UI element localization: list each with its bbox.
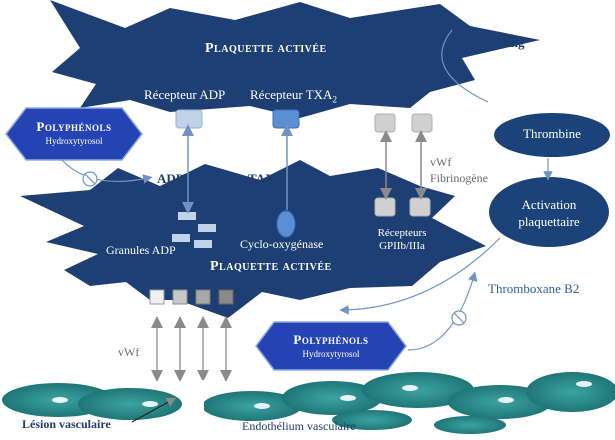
sang-label: Sang [497,35,525,50]
lesion-gap [182,380,204,420]
polyphenols-hexagon-top [5,107,143,161]
activation-to-platelet-arrow [339,237,501,315]
lesion-label: Lésion vasculaire [22,417,111,431]
polyphenols-hexagon-bottom [255,321,407,371]
gpiib-label: GPIIb/IIIa [379,240,425,252]
polyphenols-bottom-subtitle: Hydroxytyrosol [302,349,360,359]
adp-granule [198,224,216,232]
fibrinogene-label: Fibrinogène [430,171,488,185]
activation-label-line2: plaquettaire [518,214,580,229]
inhibition-curve-thromboxane [407,271,478,351]
polyphenols-bottom-title: Polyphénols [293,332,369,347]
adhesion-receptor [149,289,165,305]
vwf-top-label: vWf [430,155,452,169]
gpiib-receptor-bottom-left [374,197,396,217]
adp-label: ADP [157,171,184,186]
bottom-activated-platelet [20,160,486,318]
vwf-bottom-label: vWf [118,345,140,359]
vascular-endothelium [2,372,615,434]
granules-adp-label: Granules ADP [106,243,176,257]
adp-receptor [175,109,203,129]
adhesion-receptor [195,289,211,305]
thrombine-ellipse [494,113,610,157]
adp-receptor-label: Récepteur ADP [144,87,226,102]
activation-ellipse [489,177,609,247]
gpiib-receptor-bottom-right [409,197,431,217]
lesion-pointer [131,397,177,423]
txa-receptor [272,109,300,129]
recepteurs-label: Récepteurs [377,227,427,239]
activation-label-line1: Activation [521,197,577,212]
tax-label: TAX2 [248,171,279,189]
cyclo-oxygenase-ellipse [276,210,296,238]
adp-granule [172,234,190,242]
txa-receptor-label: Récepteur TXA2 [250,87,337,105]
bottom-platelet-label: Plaquette activée [210,259,332,274]
adhesion-receptor [218,289,234,305]
feedback-arc [441,29,489,103]
thrombine-label: Thrombine [523,126,581,141]
adhesion-receptor [172,289,188,305]
gpiib-receptor-top-right [411,113,433,133]
polyphenols-top-subtitle: Hydroxytyrosol [45,136,103,146]
gpiib-receptor-top-left [374,113,396,133]
polyphenols-top-title: Polyphénols [36,119,112,134]
top-activated-platelet [50,0,540,118]
cyclo-oxygenase-label: Cyclo-oxygénase [240,237,324,251]
thromboxane-label: Thromboxane B2 [488,281,580,296]
top-platelet-label: Plaquette activée [205,41,327,56]
adp-granule [178,212,196,220]
endothelium-label: Endothélium vasculaire [242,419,356,433]
adp-granule [194,240,212,248]
